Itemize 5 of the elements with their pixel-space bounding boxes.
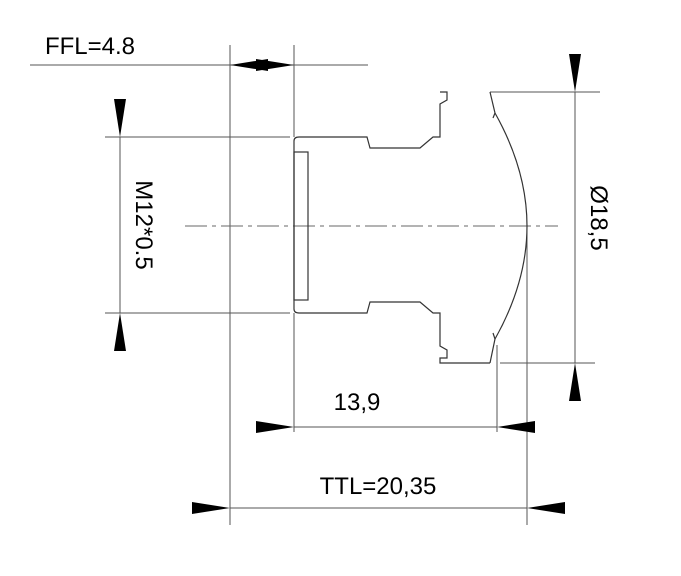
dimension-label: Ø18,5: [586, 185, 610, 251]
dimension-label: M12*0.5: [131, 180, 155, 270]
dimension-label: 13,9: [334, 391, 380, 415]
dimension-label: TTL=20,35: [320, 475, 436, 499]
dimension-label: FFL=4.8: [44, 35, 136, 59]
